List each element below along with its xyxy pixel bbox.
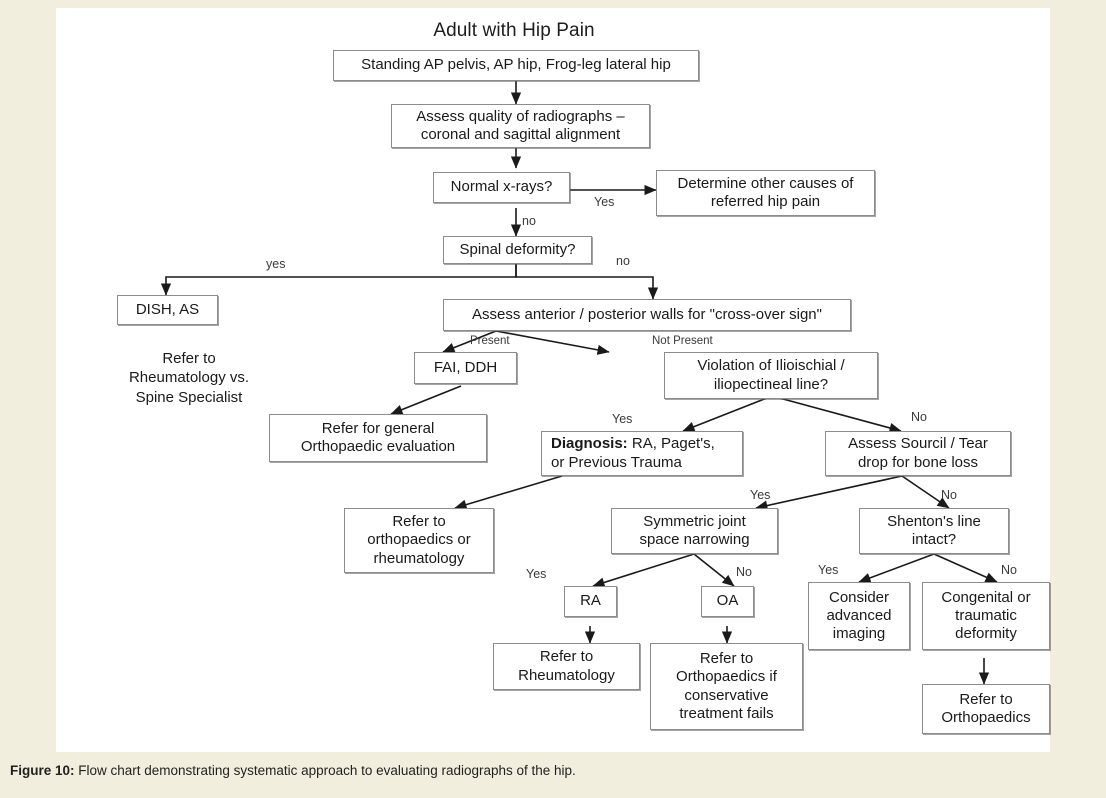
node-shentons-line: Shenton's line intact?	[859, 508, 1009, 554]
node-text-line1: Diagnosis: RA, Paget's,	[551, 435, 736, 453]
node-diagnosis-ra-pagets: Diagnosis: RA, Paget's, or Previous Trau…	[541, 431, 743, 476]
node-text-line1: Refer to	[392, 513, 446, 531]
node-congenital-traumatic-deformity: Congenital or traumatic deformity	[922, 582, 1050, 650]
node-text-line1: Shenton's line	[887, 512, 981, 530]
node-text: Normal x-rays?	[450, 178, 553, 196]
node-refer-ortho-conservative: Refer to Orthopaedics if conservative tr…	[650, 643, 803, 730]
node-text-line2: or Previous Trauma	[551, 453, 682, 471]
node-text-line2: coronal and sagittal alignment	[420, 126, 621, 143]
node-text-line1: Congenital or	[941, 588, 1031, 606]
node-text-line1: Assess Sourcil / Tear	[848, 435, 988, 453]
node-text-line2: Orthopaedics	[941, 709, 1031, 726]
node-symmetric-joint-space: Symmetric joint space narrowing	[611, 508, 778, 554]
node-ra: RA	[564, 586, 617, 617]
node-text-line2: Rheumatology	[518, 666, 615, 684]
edge-label-yes-spinal: yes	[266, 257, 286, 271]
edge-label-no-symmetric: No	[736, 565, 752, 579]
note-text-line2: Rheumatology vs.	[128, 369, 250, 387]
edge-label-no-normal-xrays: no	[522, 214, 536, 228]
note-refer-rheum-spine: Refer to Rheumatology vs. Spine Speciali…	[104, 346, 274, 410]
node-assess-sourcil: Assess Sourcil / Tear drop for bone loss	[825, 431, 1011, 476]
caption-text: Flow chart demonstrating systematic appr…	[74, 763, 576, 778]
node-text-diagnosis-rest: RA, Paget's,	[627, 435, 715, 453]
node-text-line1: Violation of Ilioischial /	[697, 357, 845, 375]
node-consider-advanced-imaging: Consider advanced imaging	[808, 582, 910, 650]
node-initial-radiographs: Standing AP pelvis, AP hip, Frog-leg lat…	[333, 50, 699, 81]
node-spinal-deformity: Spinal deformity?	[443, 236, 592, 264]
node-text-line1: Refer for general	[321, 419, 435, 437]
node-text-line4: treatment fails	[679, 704, 774, 722]
node-assess-crossover-sign: Assess anterior / posterior walls for "c…	[443, 299, 851, 331]
edge-label-present: Present	[470, 335, 510, 347]
node-refer-to-rheumatology: Refer to Rheumatology	[493, 643, 640, 690]
edge-label-no-violation: No	[911, 410, 927, 424]
node-text-line2: advanced	[826, 606, 892, 624]
figure-caption: Figure 10: Flow chart demonstrating syst…	[10, 762, 1090, 781]
edge-label-yes-violation: Yes	[612, 412, 633, 426]
edge-label-no-sourcil: No	[941, 488, 957, 502]
edge-label-yes-sourcil: Yes	[750, 488, 771, 502]
node-fai-ddh: FAI, DDH	[414, 352, 517, 384]
node-text-line2: Orthopaedics if	[676, 668, 777, 686]
node-text-line1: Refer to	[539, 648, 594, 666]
node-text: FAI, DDH	[433, 358, 498, 376]
node-text: Spinal deformity?	[459, 240, 576, 258]
node-text-line1: Refer to	[699, 649, 754, 667]
note-text-line1: Refer to	[162, 349, 216, 367]
node-text: DISH, AS	[135, 300, 200, 318]
node-text-line3: conservative	[684, 686, 769, 704]
node-refer-ortho-or-rheum: Refer to orthopaedics or rheumatology	[344, 508, 494, 573]
node-text-line1: Symmetric joint	[643, 512, 746, 530]
edge-label-no-shenton: No	[1001, 563, 1017, 577]
edge-label-yes-normal-xrays: Yes	[594, 195, 615, 209]
node-text: Standing AP pelvis, AP hip, Frog-leg lat…	[361, 56, 671, 74]
node-text-line1: Assess quality of radiographs –	[416, 107, 625, 125]
node-oa: OA	[701, 586, 754, 617]
edge-label-yes-shenton: Yes	[818, 563, 839, 577]
node-text-line2: Orthopaedic evaluation	[300, 438, 456, 455]
node-dish-as: DISH, AS	[117, 295, 218, 325]
node-text-line1: Determine other causes of	[677, 174, 854, 192]
edge-label-not-present: Not Present	[652, 335, 713, 347]
node-normal-xrays: Normal x-rays?	[433, 172, 570, 203]
node-refer-general-ortho: Refer for general Orthopaedic evaluation	[269, 414, 487, 462]
figure-panel: Adult with Hip Pain Standing AP pelvis, …	[56, 8, 1050, 752]
chart-title: Adult with Hip Pain	[433, 20, 595, 41]
flowchart-connectors	[160, 81, 998, 685]
node-text-line3: imaging	[832, 625, 886, 643]
caption-label: Figure 10:	[10, 763, 75, 778]
node-text-line2: iliopectineal line?	[713, 375, 829, 393]
node-text-line1: Refer to	[959, 690, 1013, 708]
node-determine-other-causes: Determine other causes of referred hip p…	[656, 170, 875, 216]
edge-label-no-spinal: no	[616, 254, 630, 268]
node-text-line2: orthopaedics or	[367, 531, 471, 549]
note-text-line3: Spine Specialist	[135, 388, 243, 406]
node-text-line2: drop for bone loss	[857, 453, 979, 471]
node-text-line2: referred hip pain	[710, 193, 821, 210]
node-assess-quality: Assess quality of radiographs – coronal …	[391, 104, 650, 148]
edge-label-yes-symmetric: Yes	[526, 567, 547, 581]
node-text-line2: intact?	[911, 531, 957, 548]
node-refer-to-orthopaedics: Refer to Orthopaedics	[922, 684, 1050, 734]
node-text-line2: traumatic	[955, 606, 1017, 624]
node-text-line3: deformity	[955, 625, 1017, 643]
node-text: Assess anterior / posterior walls for "c…	[472, 305, 822, 323]
node-violation-ilioischial: Violation of Ilioischial / iliopectineal…	[664, 352, 878, 399]
node-text-line2: space narrowing	[639, 531, 750, 548]
node-text: RA	[580, 592, 601, 610]
node-text-line3: rheumatology	[373, 549, 465, 567]
node-text: OA	[716, 592, 739, 610]
node-text-diagnosis-label: Diagnosis:	[551, 435, 628, 453]
node-text-line1: Consider	[828, 588, 890, 606]
